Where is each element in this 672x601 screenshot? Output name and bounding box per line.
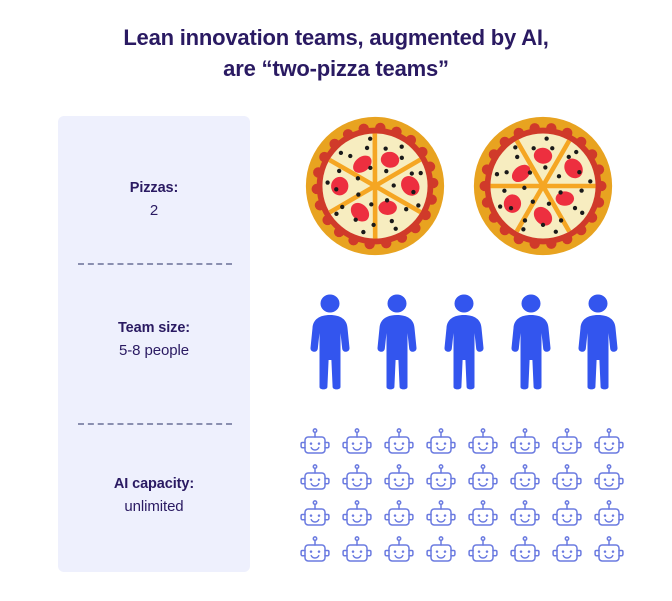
stat-label-ai-capacity: AI capacity:: [113, 476, 195, 492]
robot-head-icon: [424, 428, 458, 458]
stat-value-pizzas: 2: [149, 202, 159, 219]
robot-head-icon: [340, 464, 374, 494]
robot-head-icon: [340, 428, 374, 458]
robot-head-icon: [382, 500, 416, 530]
robot-head-icon: [382, 464, 416, 494]
robot-head-icon: [298, 500, 332, 530]
robot-illustration-group: [298, 428, 628, 572]
stat-label-team-size: Team size:: [117, 320, 191, 336]
robot-head-icon: [298, 428, 332, 458]
robot-head-icon: [550, 500, 584, 530]
person-icon: [306, 292, 354, 390]
person-icon: [574, 292, 622, 390]
stat-block-pizzas: Pizzas: 2: [58, 178, 250, 222]
robot-head-icon: [466, 536, 500, 566]
robot-head-icon: [382, 536, 416, 566]
people-illustration-group: [306, 292, 622, 390]
person-icon: [440, 292, 488, 390]
robot-head-icon: [592, 428, 626, 458]
robot-head-icon: [508, 500, 542, 530]
panel-divider-2: [78, 423, 232, 425]
robot-head-icon: [298, 464, 332, 494]
pizza-icon: [471, 114, 615, 258]
page-title-line-2: are “two-pizza teams”: [223, 56, 449, 81]
robot-head-icon: [466, 428, 500, 458]
robot-head-icon: [382, 428, 416, 458]
robot-head-icon: [508, 464, 542, 494]
robot-head-icon: [424, 536, 458, 566]
page-title-line-1: Lean innovation teams, augmented by AI,: [123, 25, 549, 50]
stat-label-pizzas: Pizzas:: [129, 180, 179, 196]
pizza-icon: [303, 114, 447, 258]
robot-head-icon: [340, 536, 374, 566]
robot-head-icon: [550, 536, 584, 566]
robot-head-icon: [508, 536, 542, 566]
pizza-illustration-group: [303, 114, 623, 264]
robot-head-icon: [466, 500, 500, 530]
robot-head-icon: [340, 500, 374, 530]
robot-head-icon: [592, 464, 626, 494]
person-icon: [373, 292, 421, 390]
robot-head-icon: [550, 464, 584, 494]
robot-head-icon: [508, 428, 542, 458]
person-icon: [507, 292, 555, 390]
stat-value-team-size: 5-8 people: [119, 342, 189, 359]
page-title: Lean innovation teams, augmented by AI, …: [0, 22, 672, 84]
robot-head-icon: [550, 428, 584, 458]
robot-head-icon: [298, 536, 332, 566]
robot-head-icon: [592, 536, 626, 566]
stat-block-team-size: Team size: 5-8 people: [58, 318, 250, 362]
robot-head-icon: [592, 500, 626, 530]
robot-head-icon: [466, 464, 500, 494]
stats-panel: Pizzas: 2 Team size: 5-8 people AI capac…: [58, 116, 250, 572]
stat-value-ai-capacity: unlimited: [124, 498, 184, 515]
robot-head-icon: [424, 500, 458, 530]
panel-divider-1: [78, 263, 232, 265]
robot-head-icon: [424, 464, 458, 494]
stat-block-ai-capacity: AI capacity: unlimited: [58, 474, 250, 518]
